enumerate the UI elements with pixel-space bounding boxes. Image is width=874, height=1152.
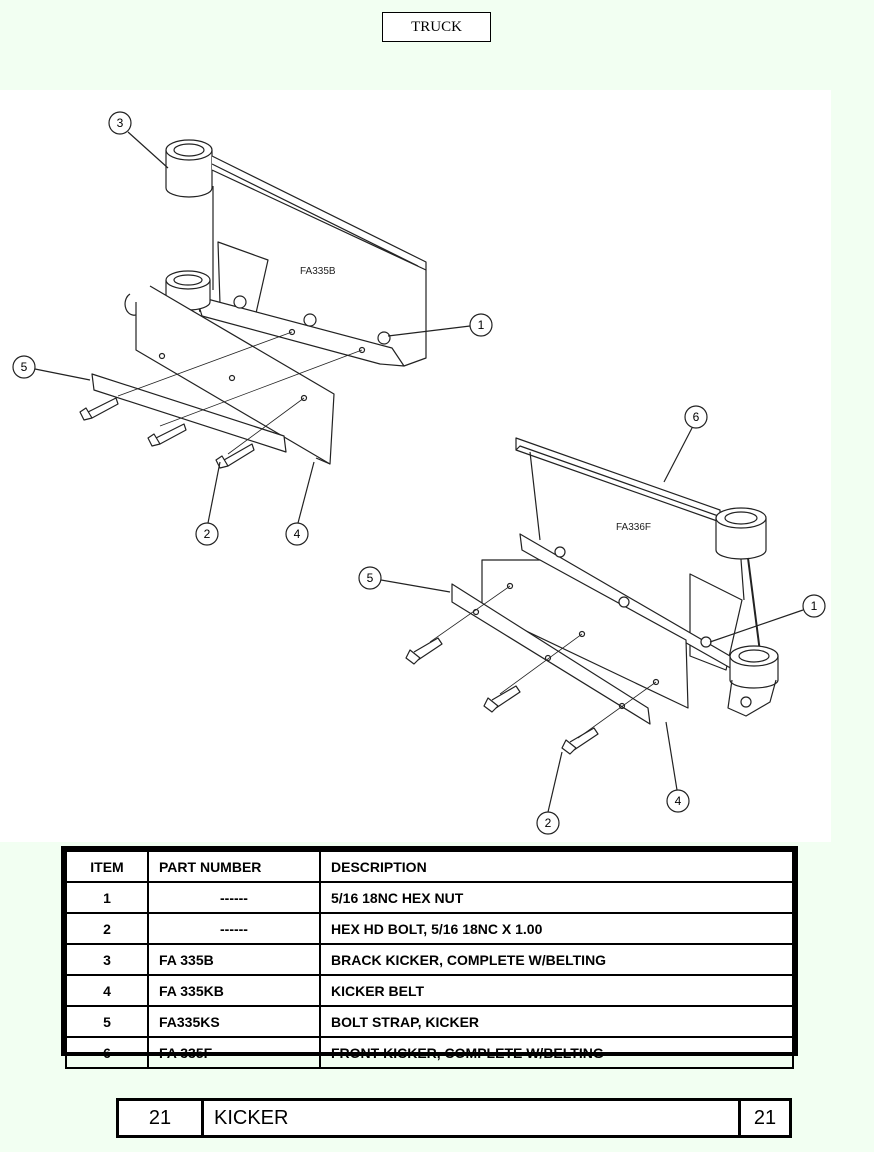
- rear-bolts: [79, 397, 255, 469]
- callout-f5: 5: [367, 571, 374, 585]
- rear-assembly-label: FA335B: [300, 266, 336, 277]
- cell-item: 5: [65, 1005, 149, 1038]
- rear-diagonal-arm: [211, 155, 427, 271]
- cell-item: 1: [65, 881, 149, 914]
- cell-part-number: FA 335B: [147, 943, 321, 976]
- cell-item: 6: [65, 1036, 149, 1069]
- front-hex-nuts: [554, 546, 712, 648]
- table-header-row: ITEM PART NUMBER DESCRIPTION: [65, 850, 794, 883]
- rear-back-plate: [212, 186, 427, 367]
- drawing-svg: FA335B 3 1 5 2 4: [12, 111, 826, 835]
- footer-page-number-right: 21: [738, 1101, 789, 1135]
- table-row: 1 ------ 5/16 18NC HEX NUT: [65, 881, 794, 914]
- parts-table: ITEM PART NUMBER DESCRIPTION 1 ------ 5/…: [61, 846, 798, 1069]
- table-row: 6 FA 335F FRONT KICKER, COMPLETE W/BELTI…: [65, 1036, 794, 1069]
- front-bolt-strap: [451, 583, 651, 725]
- front-callouts: 6 5 1 4 2: [358, 405, 826, 835]
- rear-kicker-assembly: FA335B: [79, 139, 427, 469]
- cell-description: HEX HD BOLT, 5/16 18NC X 1.00: [319, 912, 794, 945]
- cell-description: 5/16 18NC HEX NUT: [319, 881, 794, 914]
- table-row: 5 FA335KS BOLT STRAP, KICKER: [65, 1005, 794, 1038]
- callout-f4: 4: [675, 794, 682, 808]
- rear-callouts: 3 1 5 2 4: [12, 111, 493, 546]
- footer-page-number-left: 21: [119, 1101, 204, 1135]
- cell-description: FRONT KICKER, COMPLETE W/BELTING: [319, 1036, 794, 1069]
- rear-top-tube: [165, 139, 213, 198]
- rear-hex-nuts: [233, 295, 391, 345]
- table-row: 3 FA 335B BRACK KICKER, COMPLETE W/BELTI…: [65, 943, 794, 976]
- cell-part-number: ------: [147, 881, 321, 914]
- exploded-parts-drawing: FA335B 3 1 5 2 4: [0, 90, 831, 842]
- front-top-tube: [715, 507, 767, 560]
- header-part-number: PART NUMBER: [147, 850, 321, 883]
- cell-description: KICKER BELT: [319, 974, 794, 1007]
- table-row: 4 FA 335KB KICKER BELT: [65, 974, 794, 1007]
- callout-f1: 1: [811, 599, 818, 613]
- cell-item: 4: [65, 974, 149, 1007]
- cell-item: 3: [65, 943, 149, 976]
- cell-part-number: FA 335KB: [147, 974, 321, 1007]
- front-bolts: [405, 637, 599, 755]
- rear-bottom-channel: [195, 295, 405, 367]
- callout-r3: 3: [117, 116, 124, 130]
- front-kicker-assembly: FA336F: [405, 437, 779, 755]
- header-item: ITEM: [65, 850, 149, 883]
- cell-part-number: FA 335F: [147, 1036, 321, 1069]
- callout-r4: 4: [294, 527, 301, 541]
- rear-bolt-strap: [91, 373, 287, 453]
- callout-r5: 5: [21, 360, 28, 374]
- front-bottom-tube: [727, 645, 779, 717]
- page-title: TRUCK: [382, 12, 491, 42]
- table-row: 2 ------ HEX HD BOLT, 5/16 18NC X 1.00: [65, 912, 794, 945]
- callout-f2: 2: [545, 816, 552, 830]
- page-footer: 21 KICKER 21: [116, 1098, 792, 1138]
- callout-r2: 2: [204, 527, 211, 541]
- cell-description: BOLT STRAP, KICKER: [319, 1005, 794, 1038]
- parts-table-grid: ITEM PART NUMBER DESCRIPTION 1 ------ 5/…: [65, 850, 794, 1069]
- cell-part-number: FA335KS: [147, 1005, 321, 1038]
- callout-f6: 6: [693, 410, 700, 424]
- callout-r1: 1: [478, 318, 485, 332]
- header-description: DESCRIPTION: [319, 850, 794, 883]
- cell-description: BRACK KICKER, COMPLETE W/BELTING: [319, 943, 794, 976]
- cell-part-number: ------: [147, 912, 321, 945]
- footer-section-title: KICKER: [214, 1106, 289, 1129]
- front-assembly-label: FA336F: [616, 522, 651, 533]
- cell-item: 2: [65, 912, 149, 945]
